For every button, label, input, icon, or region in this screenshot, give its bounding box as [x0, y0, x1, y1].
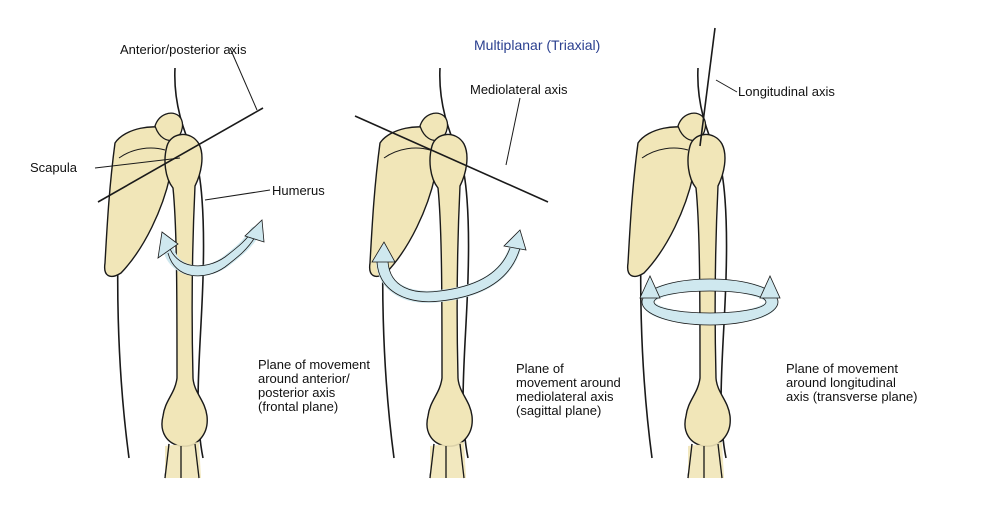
scapula-label: Scapula [30, 160, 77, 175]
mediolateral-axis-label: Mediolateral axis [470, 82, 568, 97]
leader-line [506, 98, 520, 165]
arm-illustration-3 [628, 68, 731, 478]
anterior-posterior-axis-label: Anterior/posterior axis [120, 42, 246, 57]
longitudinal-axis-label: Longitudinal axis [738, 84, 835, 99]
panel-frontal [95, 48, 270, 478]
humerus-label: Humerus [272, 183, 325, 198]
diagram-title: Multiplanar (Triaxial) [474, 38, 600, 53]
leader-line [716, 80, 737, 92]
leader-line [205, 190, 270, 200]
sagittal-plane-caption: Plane of movement around mediolateral ax… [516, 362, 621, 418]
leader-line [230, 48, 257, 110]
arrow-head-icon [504, 230, 526, 250]
transverse-plane-caption: Plane of movement around longitudinal ax… [786, 362, 918, 404]
frontal-plane-caption: Plane of movement around anterior/ poste… [258, 358, 370, 414]
